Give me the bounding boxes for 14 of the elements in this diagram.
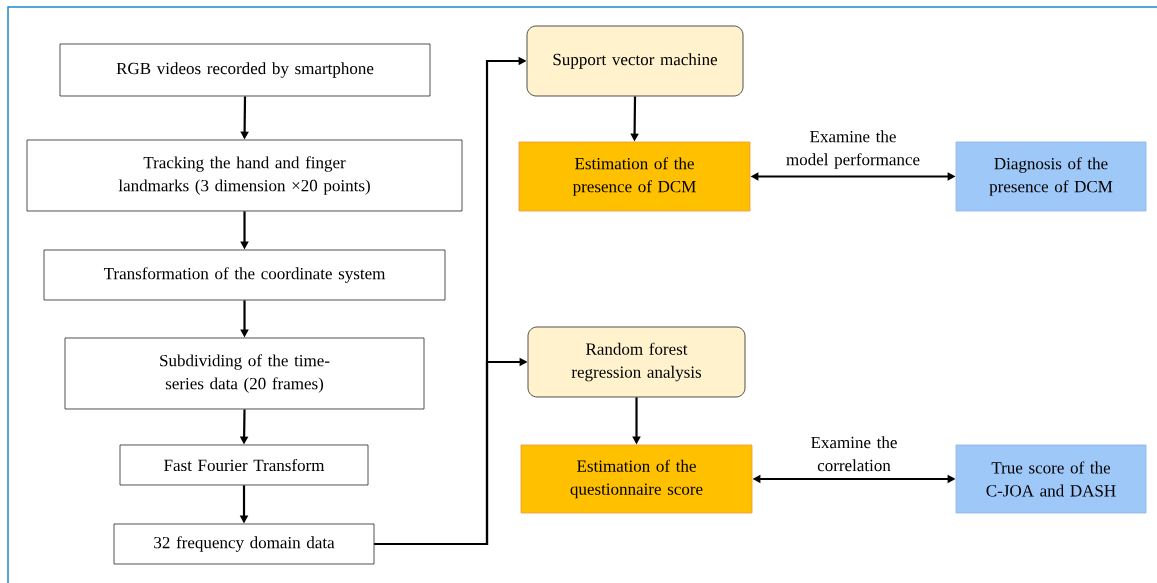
process-box: Fast Fourier Transform — [119, 444, 369, 486]
reference-box: True score of the C-JOA and DASH — [955, 444, 1147, 514]
process-box: Transformation of the coordinate system — [43, 249, 446, 301]
process-box: RGB videos recorded by smartphone — [59, 43, 431, 97]
process-box: 32 frequency domain data — [113, 523, 375, 565]
edge-label: Examine the model performance — [786, 130, 920, 169]
process-box: Subdividing of the time-series data (20 frames) — [64, 337, 425, 410]
estimate-box: Estimation of the questionnaire score — [520, 444, 753, 514]
reference-box: Diagnosis of the presence of DCM — [955, 141, 1147, 212]
edge-label: Examine the correlation — [811, 436, 897, 472]
model-box: Support vector machine — [526, 25, 744, 97]
model-box: Random forest regression analysis — [527, 326, 746, 398]
process-box: Tracking the hand and finger landmarks (3 dimension ×20 points) — [26, 139, 463, 212]
estimate-box: Estimation of the presence of DCM — [518, 141, 751, 212]
